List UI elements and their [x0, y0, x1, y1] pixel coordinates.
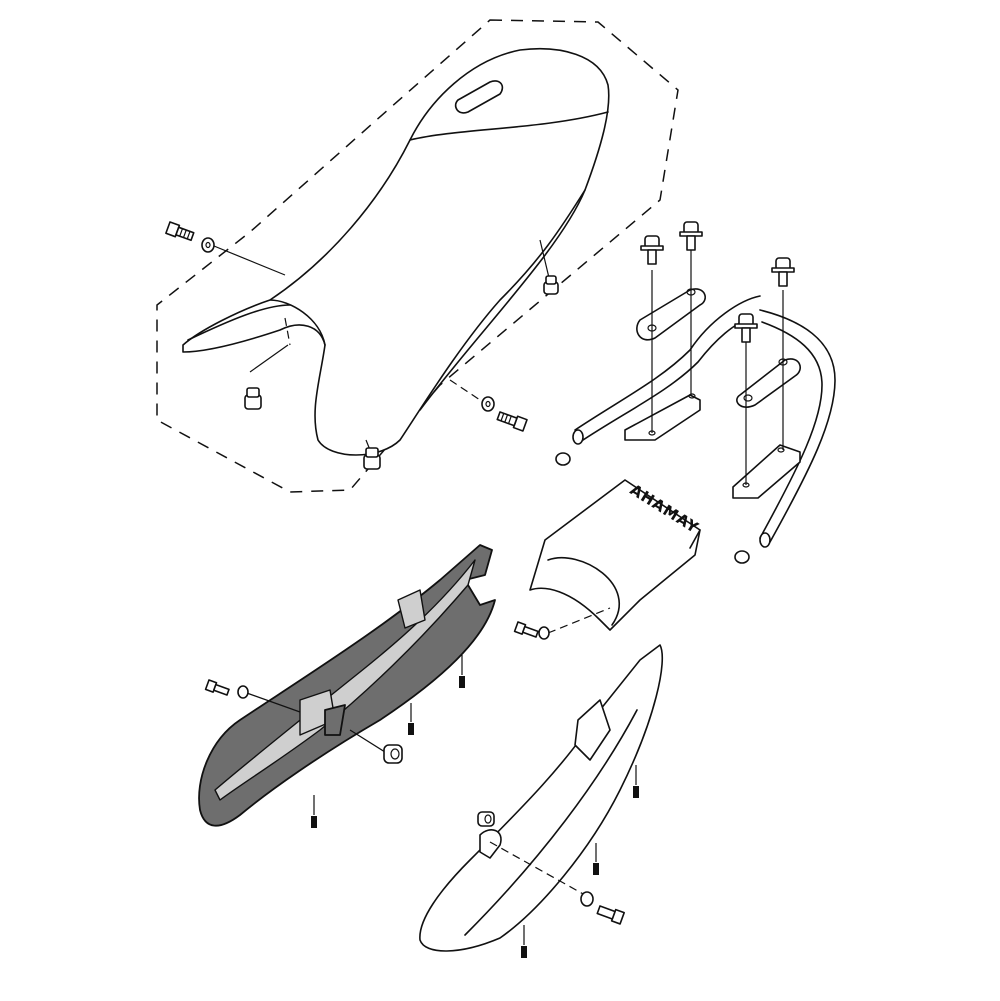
- tube-end: [759, 532, 771, 548]
- end-cap-icon: [734, 550, 750, 564]
- washer-icon: [237, 685, 249, 699]
- washer-icon: [580, 891, 594, 907]
- seat-step: [269, 299, 326, 346]
- flange-bolt-icon: [734, 313, 758, 343]
- leader-line: [449, 379, 481, 401]
- washer-icon: [538, 626, 550, 640]
- leader-line: [284, 317, 291, 346]
- end-cap-icon: [555, 452, 571, 466]
- flange-bolt-icon: [679, 221, 703, 251]
- leader-line: [249, 344, 289, 373]
- screw-icon: [408, 703, 414, 735]
- cowl-bracket: [397, 589, 426, 629]
- grab-bar-assembly: [555, 221, 836, 564]
- screw-icon: [311, 795, 317, 828]
- bolt-icon: [204, 679, 230, 696]
- grommet-icon: [383, 744, 403, 764]
- washer-icon: [481, 396, 495, 412]
- seat-boundary: [156, 19, 679, 493]
- grommet-icon: [244, 387, 262, 410]
- seat-front-lip: [187, 304, 291, 341]
- washer-icon: [201, 237, 215, 253]
- bolt-icon: [496, 411, 528, 432]
- bracket-plate: [624, 394, 701, 441]
- screw-icon: [633, 765, 639, 798]
- side-cover-crease: [464, 709, 638, 936]
- bracket-plate: [732, 444, 801, 499]
- bolt-icon: [596, 905, 625, 925]
- mount-bracket: [636, 288, 706, 341]
- leader-line: [539, 239, 551, 283]
- grab-bar-tube: [574, 295, 761, 431]
- seat-assembly: [156, 19, 679, 493]
- grommet-icon: [363, 447, 381, 470]
- side-cover-clip: [479, 829, 502, 859]
- tail-cowl-assembly: [198, 544, 496, 828]
- seat-edge: [419, 189, 586, 411]
- screw-icon: [521, 925, 527, 958]
- screw-icon: [459, 655, 465, 688]
- rear-cover-assembly: YAMAHA: [513, 479, 702, 640]
- grommet-icon: [477, 811, 495, 827]
- flange-bolt-icon: [771, 257, 795, 287]
- side-cover-assembly: [419, 644, 663, 958]
- grommet-icon: [543, 275, 559, 295]
- side-cover: [419, 644, 663, 952]
- bolt-icon: [165, 221, 195, 242]
- tube-end: [572, 429, 584, 445]
- bolt-icon: [513, 621, 539, 638]
- cowl-clip: [324, 704, 346, 736]
- screw-icon: [593, 843, 599, 875]
- mount-bracket: [736, 358, 801, 408]
- flange-bolt-icon: [640, 235, 664, 265]
- seat-crease: [409, 111, 609, 141]
- rear-cover: [529, 479, 701, 631]
- seat-strap: [454, 80, 504, 114]
- side-cover-tab: [574, 699, 611, 761]
- tail-cowl-inner: [214, 559, 476, 801]
- leader-line: [213, 245, 286, 276]
